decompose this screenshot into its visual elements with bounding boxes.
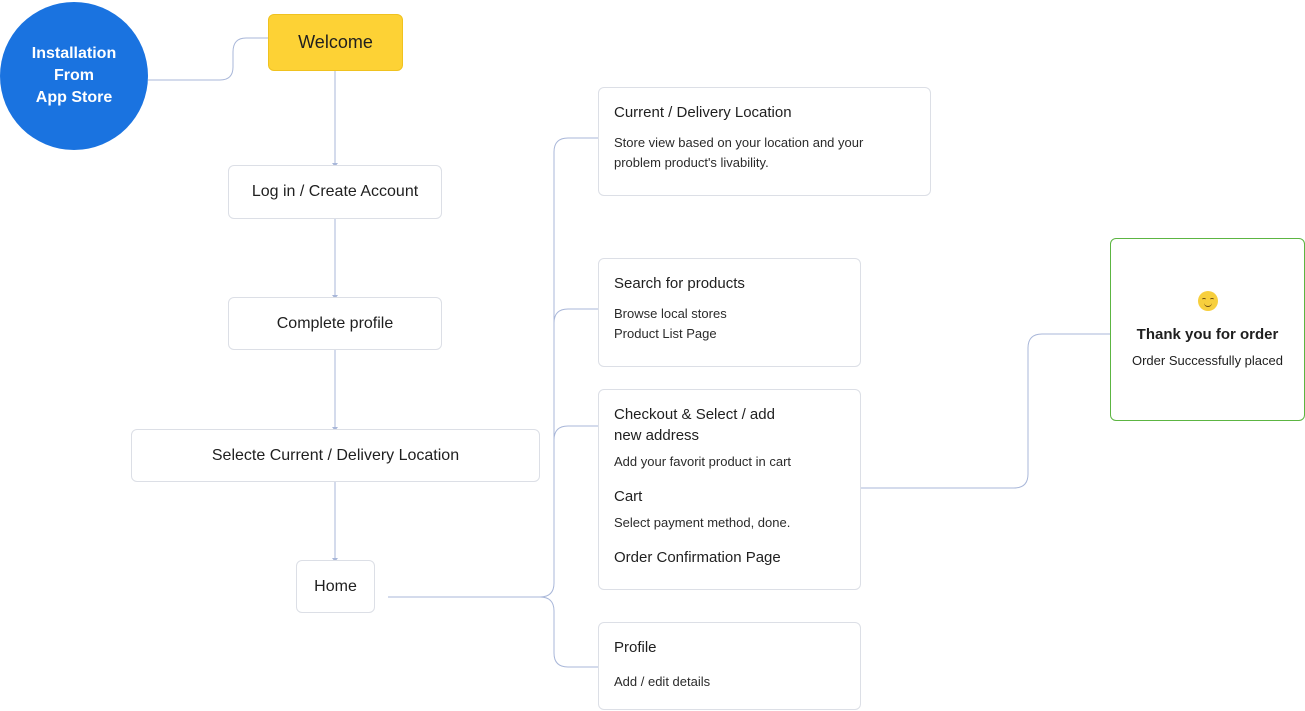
connector-start-welcome: [148, 37, 268, 81]
search-products-card: Search for products Browse local stores …: [598, 258, 861, 367]
home-node: Home: [296, 560, 375, 613]
welcome-node: Welcome: [268, 14, 403, 71]
connector-checkout-thanks: [861, 333, 1110, 489]
order-confirmation-title: Order Confirmation Page: [614, 549, 781, 566]
search-products-desc: Browse local stores Product List Page: [614, 304, 845, 344]
welcome-label: Welcome: [298, 32, 373, 52]
installation-start-node: Installation From App Store: [0, 2, 148, 150]
thank-you-title: Thank you for order: [1136, 326, 1279, 343]
current-location-card: Current / Delivery Location Store view b…: [598, 87, 931, 196]
connector-branch-profile: [539, 596, 598, 668]
profile-title: Profile: [614, 639, 657, 656]
cart-desc: Select payment method, done.: [614, 515, 791, 530]
current-location-desc-line-2: problem product's livability.: [614, 155, 769, 170]
complete-profile-node: Complete profile: [228, 297, 442, 350]
profile-desc: Add / edit details: [614, 674, 711, 689]
search-products-desc-line-2: Product List Page: [614, 326, 717, 341]
current-location-desc: Store view based on your location and yo…: [614, 133, 915, 173]
start-line-3: App Store: [35, 89, 113, 106]
checkout-title-line-2: new address: [614, 427, 700, 444]
cart-title: Cart: [614, 488, 643, 505]
checkout-title: Checkout & Select / add new address: [614, 404, 845, 446]
profile-card: Profile Add / edit details: [598, 622, 861, 710]
checkout-card: Checkout & Select / add new address Add …: [598, 389, 861, 590]
search-products-desc-line-1: Browse local stores: [614, 306, 727, 321]
checkout-title-line-1: Checkout & Select / add: [614, 406, 775, 423]
connector-home-branches: [388, 137, 598, 598]
thank-you-card: Thank you for order Order Successfully p…: [1110, 238, 1305, 421]
home-label: Home: [314, 577, 357, 595]
thank-you-desc: Order Successfully placed: [1131, 353, 1283, 368]
current-location-desc-line-1: Store view based on your location and yo…: [614, 135, 864, 150]
login-node: Log in / Create Account: [228, 165, 442, 219]
login-label: Log in / Create Account: [251, 183, 419, 200]
smiley-icon: [1197, 291, 1218, 311]
current-location-title: Current / Delivery Location: [614, 104, 792, 121]
select-location-node: Selecte Current / Delivery Location: [131, 429, 540, 482]
complete-profile-label: Complete profile: [276, 314, 394, 332]
checkout-desc: Add your favorit product in cart: [614, 454, 792, 469]
start-line-1: Installation: [31, 45, 117, 62]
connector-branch-checkout: [553, 425, 598, 441]
connector-branch-search: [553, 308, 598, 324]
search-products-title: Search for products: [614, 275, 745, 292]
start-line-2: From: [54, 67, 94, 84]
select-location-label: Selecte Current / Delivery Location: [211, 446, 460, 464]
